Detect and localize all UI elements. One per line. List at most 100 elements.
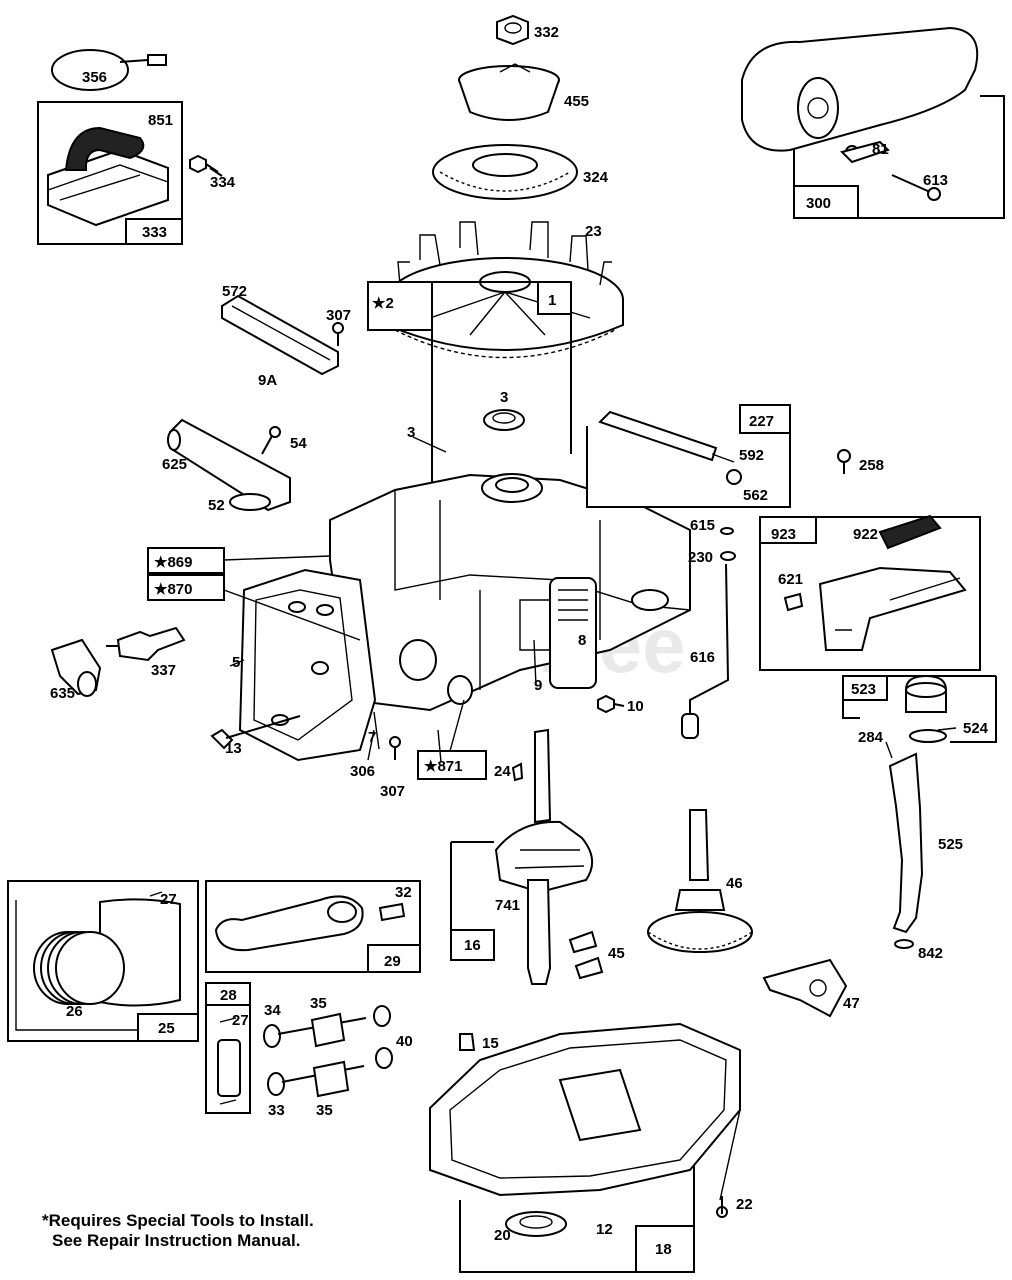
piston-box-25[interactable] <box>7 880 199 1042</box>
label-box-871 <box>417 699 487 780</box>
label-524: 524 <box>963 720 989 737</box>
engine-block[interactable] <box>329 473 691 712</box>
label-32: 32 <box>395 884 412 901</box>
part-labels: 332 455 356 851 334 333 324 23 300 81 61… <box>50 24 989 1258</box>
note-line-1: *Requires Special Tools to Install. <box>42 1211 314 1230</box>
label-25: 25 <box>158 1020 175 1037</box>
breather-8[interactable] <box>549 577 597 689</box>
exhaust-valve-33[interactable] <box>267 1060 365 1098</box>
label-10: 10 <box>627 698 644 715</box>
label-842: 842 <box>918 945 943 962</box>
intake-valve-34[interactable] <box>263 1012 367 1048</box>
plug-15[interactable] <box>459 1033 476 1051</box>
label-3-left: 3 <box>407 424 415 441</box>
screen-cup-455[interactable] <box>458 63 560 121</box>
label-562: 562 <box>743 487 768 504</box>
label-869: ★869 <box>154 554 192 571</box>
label-324: 324 <box>583 169 609 186</box>
tube-625[interactable] <box>167 418 291 512</box>
bolt-307-top[interactable] <box>332 322 344 346</box>
gasket-52[interactable] <box>229 493 271 511</box>
label-29: 29 <box>384 953 401 970</box>
label-15: 15 <box>482 1035 499 1052</box>
muffler-box-300[interactable] <box>741 26 1005 219</box>
label-621: 621 <box>778 571 803 588</box>
label-851: 851 <box>148 112 173 129</box>
key-24[interactable] <box>511 762 524 782</box>
oil-seal-3[interactable] <box>483 409 525 431</box>
label-8: 8 <box>578 632 586 649</box>
label-635: 635 <box>50 685 75 702</box>
label-615: 615 <box>690 517 715 534</box>
block-frame <box>367 281 572 500</box>
screw-258[interactable] <box>837 449 851 474</box>
boot-635[interactable] <box>50 638 102 697</box>
label-54: 54 <box>290 435 307 452</box>
label-613: 613 <box>923 172 948 189</box>
label-592: 592 <box>739 447 764 464</box>
label-525: 525 <box>938 836 963 853</box>
label-333: 333 <box>142 224 167 241</box>
spark-plug-337[interactable] <box>106 626 186 662</box>
label-284: 284 <box>858 729 884 746</box>
nut-332[interactable] <box>496 14 529 46</box>
oil-slinger-47[interactable] <box>762 958 848 1018</box>
label-24: 24 <box>494 763 511 780</box>
label-35-bottom: 35 <box>316 1102 333 1119</box>
bolt-10[interactable] <box>597 694 625 714</box>
label-300: 300 <box>806 195 831 212</box>
label-258: 258 <box>859 457 884 474</box>
camshaft-46[interactable] <box>647 809 753 953</box>
rod-box-29[interactable] <box>205 880 421 973</box>
label-12: 12 <box>596 1221 613 1238</box>
label-230: 230 <box>688 549 713 566</box>
label-356: 356 <box>82 69 107 86</box>
bolt-307-lower[interactable] <box>389 736 401 760</box>
sump-box-18[interactable] <box>429 1022 741 1273</box>
washer-230[interactable] <box>720 551 736 561</box>
label-81: 81 <box>872 141 889 158</box>
flywheel-23[interactable] <box>386 221 624 359</box>
label-18: 18 <box>655 1241 672 1258</box>
crankshaft-box-16[interactable] <box>450 728 593 985</box>
label-45: 45 <box>608 945 625 962</box>
bolt-334[interactable] <box>189 154 223 177</box>
control-box-227[interactable] <box>586 404 791 508</box>
ignition-box-333[interactable] <box>37 101 183 245</box>
label-227: 227 <box>749 413 774 430</box>
valve-box-28[interactable] <box>205 982 251 1114</box>
label-boxes-869-870 <box>147 547 361 641</box>
label-871: ★871 <box>424 758 462 775</box>
label-923: 923 <box>771 526 796 543</box>
screw-54[interactable] <box>261 426 281 455</box>
label-870: ★870 <box>154 581 192 598</box>
label-625: 625 <box>162 456 187 473</box>
label-33: 33 <box>268 1102 285 1119</box>
label-307-lower: 307 <box>380 783 405 800</box>
governor-box-923[interactable] <box>759 514 981 671</box>
fill-tube-525[interactable] <box>888 752 924 949</box>
bolt-22[interactable] <box>716 1196 728 1218</box>
dipstick-box-523[interactable] <box>842 674 997 743</box>
cylinder-head-5[interactable] <box>238 568 377 762</box>
wire-356[interactable] <box>51 49 167 91</box>
label-332: 332 <box>534 24 559 41</box>
label-3-seal: 3 <box>500 389 508 406</box>
bolt-13[interactable] <box>210 715 301 750</box>
label-2: ★2 <box>372 295 394 312</box>
ring-gear-324[interactable] <box>432 144 578 200</box>
link-616[interactable] <box>681 563 730 739</box>
label-52: 52 <box>208 497 225 514</box>
gasket-572-9a[interactable] <box>221 294 339 376</box>
label-306: 306 <box>350 763 375 780</box>
retainers-40[interactable] <box>373 1005 393 1069</box>
label-20: 20 <box>494 1227 511 1244</box>
label-7: 7 <box>368 729 376 746</box>
label-23: 23 <box>585 223 602 240</box>
tappets-45[interactable] <box>568 930 604 980</box>
label-40: 40 <box>396 1033 413 1050</box>
label-9a: 9A <box>258 372 277 389</box>
label-47: 47 <box>843 995 860 1012</box>
washer-615[interactable] <box>720 527 734 535</box>
